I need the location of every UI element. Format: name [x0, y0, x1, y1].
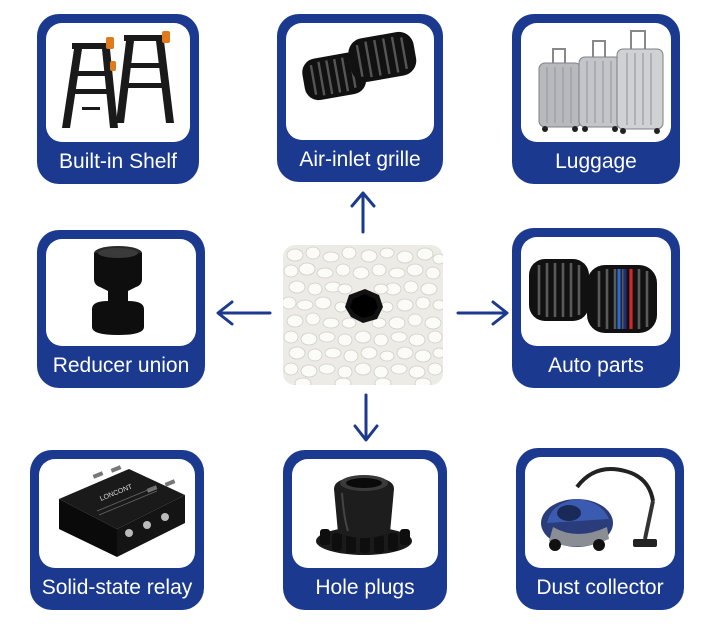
card-reducer-union: Reducer union — [37, 230, 205, 388]
card-dust-collector: Dust collector — [516, 448, 684, 610]
card-label: Luggage — [555, 150, 637, 173]
arrow-left — [216, 300, 272, 326]
pellets-image — [283, 245, 443, 385]
card-label: Hole plugs — [315, 576, 415, 599]
arrow-up — [350, 191, 376, 234]
card-hole-plugs: Hole plugs — [283, 450, 447, 610]
card-auto-parts: Auto parts — [512, 228, 680, 388]
card-label: Reducer union — [52, 354, 190, 377]
arrow-down — [353, 393, 379, 442]
auto-parts-image — [521, 237, 671, 346]
solid-state-relay-image: LONCONT — [39, 459, 195, 568]
card-air-inlet-grille: Air-inlet grille — [277, 14, 443, 182]
card-built-in-shelf: Built-in Shelf — [37, 14, 199, 184]
air-inlet-grille-image — [286, 23, 434, 140]
reducer-union-image — [46, 239, 196, 346]
built-in-shelf-image — [46, 23, 190, 142]
arrow-right — [456, 300, 509, 326]
card-luggage: Luggage — [512, 14, 680, 184]
card-label: Dust collector — [536, 576, 664, 599]
dust-collector-image — [525, 457, 675, 568]
card-label: Air-inlet grille — [299, 148, 421, 171]
luggage-image — [521, 23, 671, 142]
card-solid-state-relay: LONCONT Solid-state relay — [30, 450, 204, 610]
hole-plugs-image — [292, 459, 438, 568]
pellets-illustration — [283, 245, 443, 385]
card-label: Built-in Shelf — [59, 150, 177, 173]
card-label: Solid-state relay — [41, 576, 193, 599]
card-label: Auto parts — [548, 354, 644, 377]
